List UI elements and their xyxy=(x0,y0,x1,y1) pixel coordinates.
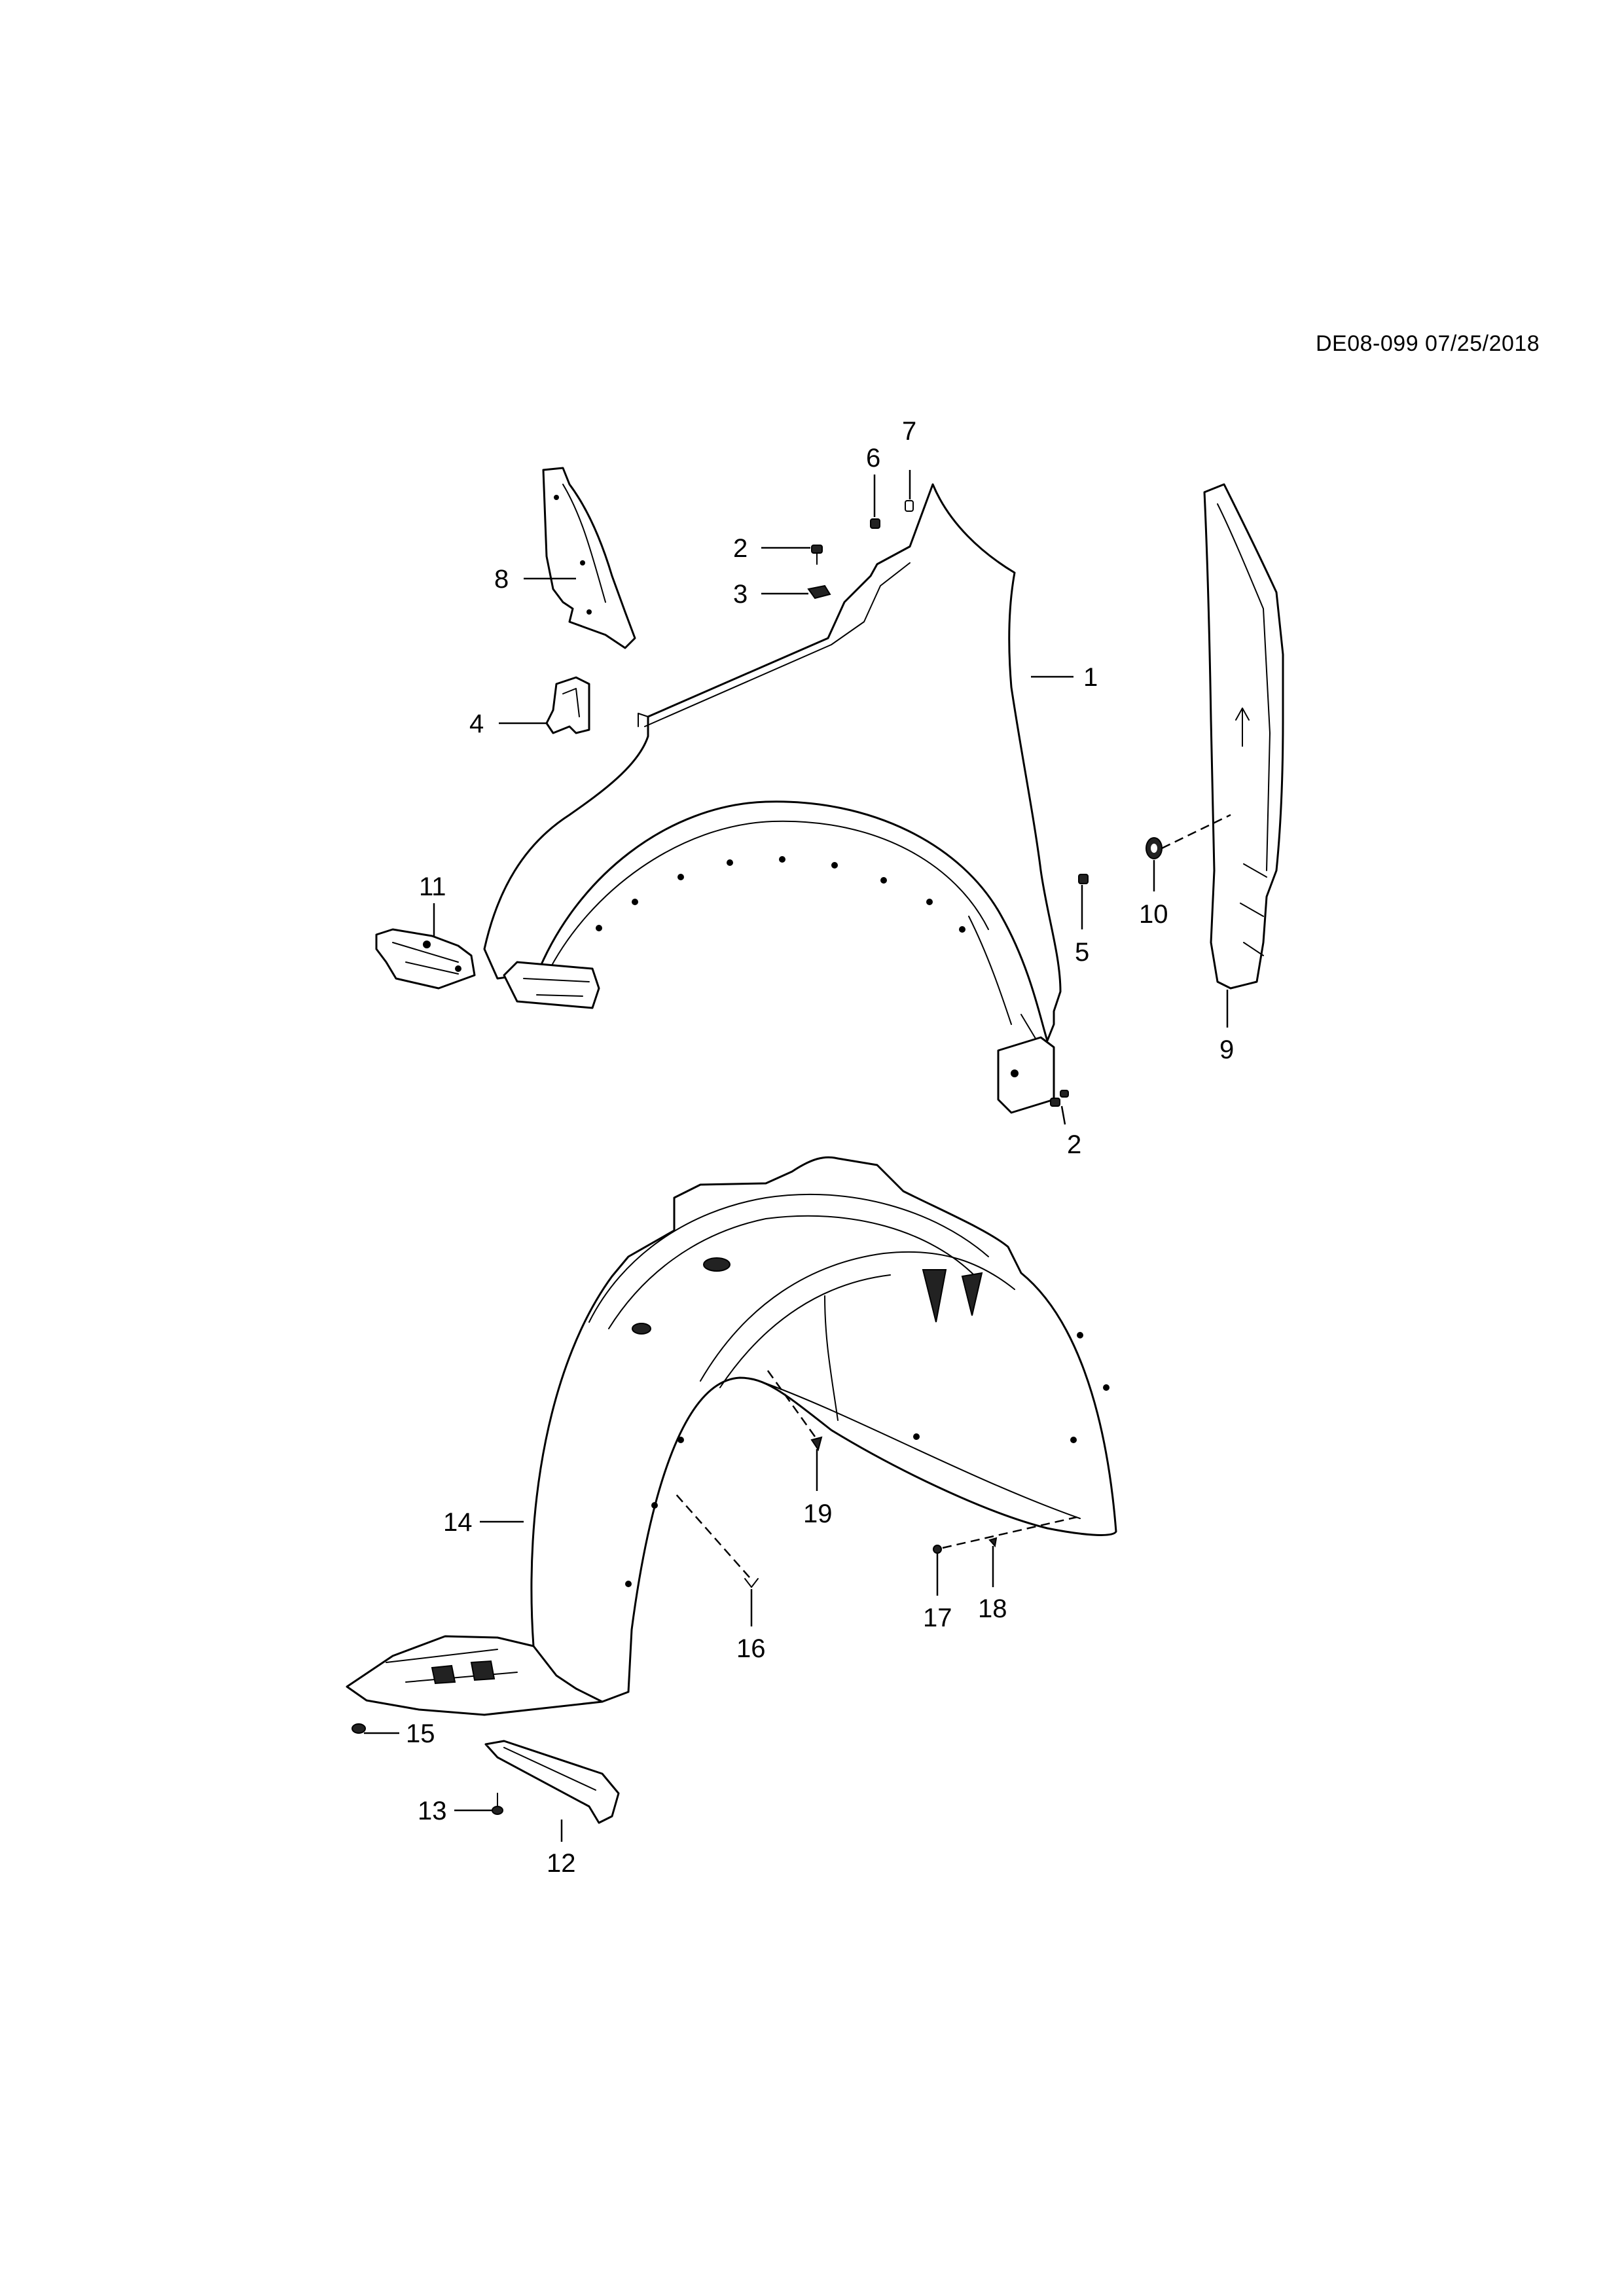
splash-shield-part-12 xyxy=(484,1740,620,1824)
dash-line-17-18 xyxy=(942,1516,1077,1549)
front-fender xyxy=(483,483,1062,1114)
callout-17: 17 xyxy=(923,1604,952,1632)
fastener-part-5 xyxy=(1078,874,1089,884)
callout-5: 5 xyxy=(1075,938,1089,967)
callout-8: 8 xyxy=(494,565,509,594)
callout-4: 4 xyxy=(469,709,484,738)
callout-2-bottom: 2 xyxy=(1067,1130,1081,1159)
callout-2-top: 2 xyxy=(733,534,748,563)
dash-line-10 xyxy=(1161,814,1231,850)
fastener-part-13 xyxy=(492,1793,503,1815)
callout-13: 13 xyxy=(418,1797,447,1825)
leader-lines xyxy=(364,470,1229,1842)
callout-7: 7 xyxy=(902,417,916,446)
fastener-part-18 xyxy=(988,1537,998,1548)
callout-10: 10 xyxy=(1139,900,1168,929)
shield-part-8 xyxy=(542,467,636,649)
fastener-part-3 xyxy=(807,584,831,600)
seal-part-9 xyxy=(1203,483,1284,990)
fastener-part-6 xyxy=(870,518,880,529)
diagram-reference: DE08-099 07/25/2018 xyxy=(1316,331,1540,356)
callout-11: 11 xyxy=(419,872,446,901)
callout-14: 14 xyxy=(443,1508,473,1537)
fastener-part-16 xyxy=(744,1578,759,1588)
callout-9: 9 xyxy=(1219,1035,1234,1064)
callout-3: 3 xyxy=(733,580,748,609)
callout-18: 18 xyxy=(978,1594,1007,1623)
dash-line-16 xyxy=(674,1492,750,1578)
fastener-part-15 xyxy=(352,1723,366,1734)
callout-16: 16 xyxy=(736,1634,766,1663)
clip-part-10 xyxy=(1146,837,1163,859)
liner-lower-bracket xyxy=(346,1635,604,1716)
bracket-part-4 xyxy=(545,676,590,734)
fastener-part-19 xyxy=(810,1436,823,1452)
callout-12: 12 xyxy=(547,1849,576,1878)
callout-15: 15 xyxy=(406,1719,435,1748)
fastener-part-7 xyxy=(905,500,914,512)
fastener-part-2-bottom xyxy=(1050,1090,1069,1107)
callout-19: 19 xyxy=(803,1499,833,1528)
wheelhouse-liner xyxy=(530,1156,1117,1703)
bracket-part-11 xyxy=(375,928,476,990)
callout-6: 6 xyxy=(866,444,880,473)
fastener-part-17 xyxy=(933,1545,942,1554)
callout-1: 1 xyxy=(1083,663,1098,692)
callout-labels: 1 2 2 3 4 5 6 7 8 9 10 11 12 13 14 15 16… xyxy=(406,417,1234,1878)
fastener-part-2-top xyxy=(811,545,823,565)
